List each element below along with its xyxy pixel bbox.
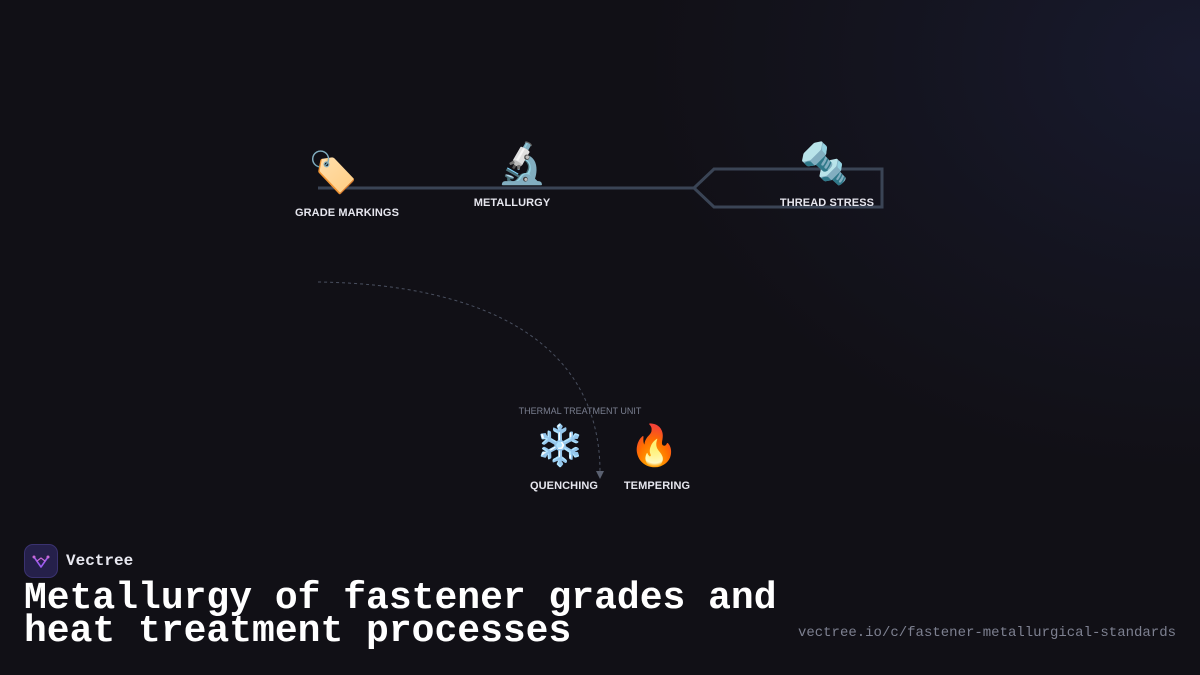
page-title: Metallurgy of fastener grades and heat t… (24, 577, 777, 653)
thread-stress-bracket (691, 167, 884, 209)
node-label-thread-stress: THREAD STRESS (779, 197, 875, 209)
node-label-metallurgy: METALLURGY (473, 197, 551, 209)
dashed-curve-arrowhead (596, 471, 604, 479)
node-label-grade-markings: GRADE MARKINGS (294, 207, 400, 219)
microscope-icon: 🔬 (497, 141, 547, 187)
snowflake-icon: ❄️ (535, 423, 585, 469)
group-label-thermal-treatment-unit: THERMAL TREATMENT UNIT (518, 406, 642, 416)
brand: Vectree (24, 544, 133, 578)
node-label-quenching: QUENCHING (529, 480, 599, 492)
nut-and-bolt-icon: 🔩 (799, 141, 849, 187)
vectree-logo-icon (24, 544, 58, 578)
dashed-curve-connector (317, 281, 601, 473)
brand-name: Vectree (66, 552, 134, 570)
tag-icon: 🏷️ (308, 150, 358, 196)
source-url: vectree.io/c/fastener-metallurgical-stan… (797, 625, 1176, 641)
node-label-tempering: TEMPERING (623, 480, 691, 492)
vectree-logo-mark (32, 555, 50, 568)
fire-icon: 🔥 (629, 423, 679, 469)
